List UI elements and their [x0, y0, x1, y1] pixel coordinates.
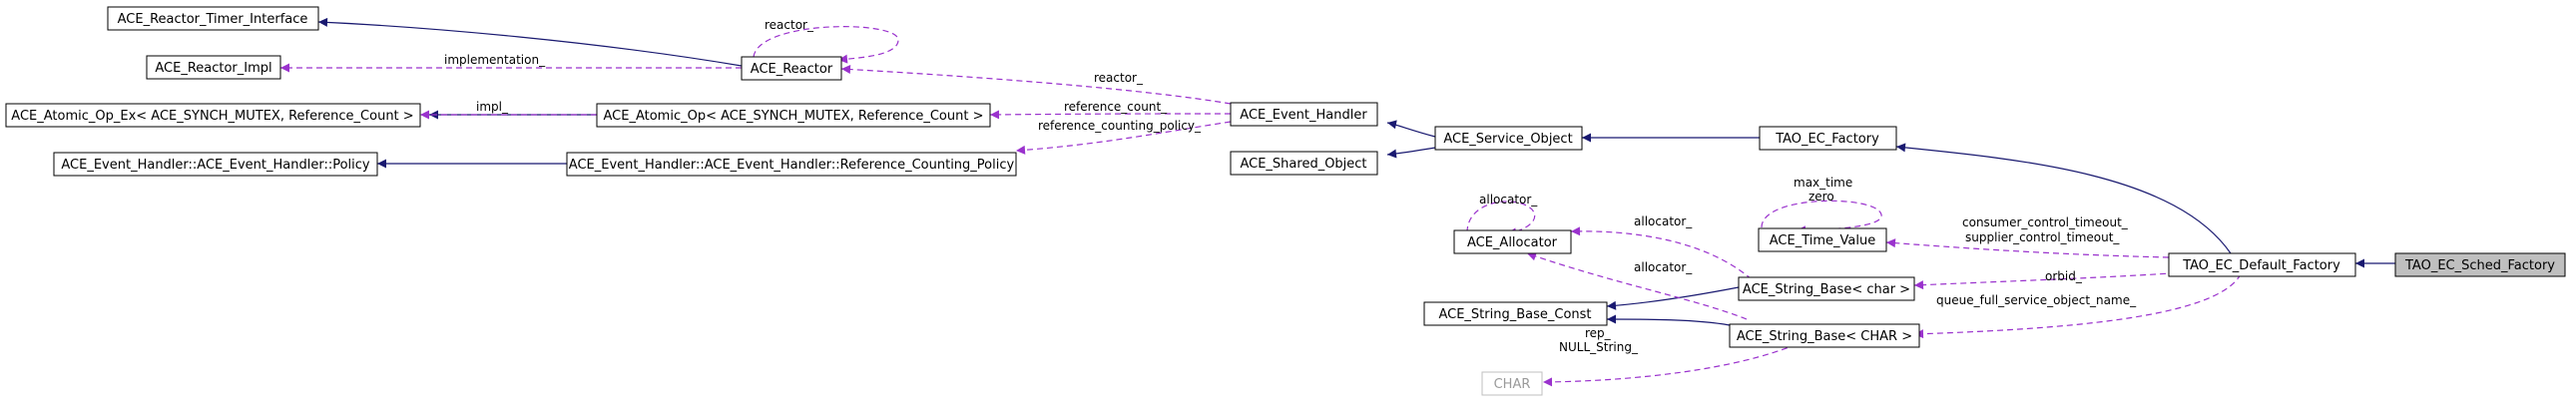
edge-label-null-string: NULL_String_ — [1559, 340, 1639, 354]
node-char[interactable]: CHAR — [1481, 371, 1543, 396]
edge-allocator-to-string-CHAR — [1526, 251, 1748, 320]
node-tao-ec-factory[interactable]: TAO_EC_Factory — [1759, 126, 1897, 151]
node-ace-atomic-op[interactable]: ACE_Atomic_Op< ACE_SYNCH_MUTEX, Referenc… — [596, 103, 991, 128]
edge-label-allocator-self: allocator_ — [1479, 193, 1538, 207]
edge-reactor-to-event-handler — [840, 65, 1232, 105]
node-label: TAO_EC_Default_Factory — [2182, 258, 2340, 273]
node-label: ACE_Time_Value — [1770, 233, 1875, 248]
node-tao-ec-default-factory[interactable]: TAO_EC_Default_Factory — [2168, 252, 2356, 277]
node-ace-reactor-impl[interactable]: ACE_Reactor_Impl — [146, 55, 281, 80]
edge-label-allocator-char: allocator_ — [1634, 214, 1693, 228]
node-ace-service-object[interactable]: ACE_Service_Object — [1434, 126, 1583, 151]
node-ace-time-value[interactable]: ACE_Time_Value — [1758, 227, 1887, 252]
edge-string-base-const-inherits-string-char — [1606, 286, 1740, 310]
node-label: ACE_Atomic_Op< ACE_SYNCH_MUTEX, Referenc… — [604, 109, 984, 124]
edge-reactor-inherits-timer-interface — [317, 17, 743, 67]
edge-label-reference-counting-policy: reference_counting_policy_ — [1038, 119, 1202, 133]
node-ace-event-handler-policy[interactable]: ACE_Event_Handler::ACE_Event_Handler::Po… — [53, 152, 378, 177]
edge-allocator-self — [1466, 201, 1536, 237]
node-label: ACE_Event_Handler::ACE_Event_Handler::Re… — [569, 158, 1015, 173]
node-label: ACE_Event_Handler::ACE_Event_Handler::Po… — [61, 158, 370, 173]
node-label: ACE_Reactor — [751, 62, 833, 77]
edge-label-supplier-control-timeout: supplier_control_timeout_ — [1965, 230, 2120, 244]
node-label: ACE_Reactor_Timer_Interface — [118, 12, 308, 27]
edge-time-value-to-default-factory — [1885, 238, 2170, 258]
node-ace-atomic-op-ex[interactable]: ACE_Atomic_Op_Ex< ACE_SYNCH_MUTEX, Refer… — [5, 103, 421, 128]
edge-allocator-to-string-char — [1570, 226, 1753, 280]
node-ace-string-base-CHAR[interactable]: ACE_String_Base< CHAR > — [1729, 323, 1920, 348]
node-label: ACE_String_Base< CHAR > — [1737, 329, 1912, 344]
node-label: TAO_EC_Sched_Factory — [2404, 258, 2555, 273]
edge-label-rep: rep_ — [1585, 326, 1612, 340]
edge-label-reactor-self: reactor_ — [765, 18, 814, 32]
node-ace-reactor[interactable]: ACE_Reactor — [741, 56, 842, 81]
edge-label-allocator-CHAR: allocator_ — [1634, 260, 1693, 274]
node-ace-allocator[interactable]: ACE_Allocator — [1453, 229, 1572, 254]
edge-char-to-string-CHAR — [1542, 343, 1798, 387]
edge-label-orbid: orbid_ — [2045, 269, 2083, 283]
edge-label-consumer-control-timeout: consumer_control_timeout_ — [1962, 215, 2129, 229]
node-ace-reference-counting-policy[interactable]: ACE_Event_Handler::ACE_Event_Handler::Re… — [566, 152, 1017, 177]
node-tao-ec-sched-factory[interactable]: TAO_EC_Sched_Factory — [2394, 252, 2566, 277]
edge-label-impl: impl_ — [476, 100, 509, 114]
edge-label-reference-count: reference_count_ — [1064, 100, 1168, 114]
node-label: ACE_String_Base< char > — [1743, 282, 1910, 297]
edge-shared-object-inherits-service-object — [1386, 147, 1436, 159]
edge-ec-factory-inherits-default-factory — [1895, 143, 2232, 254]
node-ace-event-handler[interactable]: ACE_Event_Handler — [1230, 102, 1378, 127]
node-ace-shared-object[interactable]: ACE_Shared_Object — [1230, 151, 1378, 176]
edge-reactor-self — [753, 26, 899, 64]
edge-string-CHAR-to-default-factory — [1913, 273, 2242, 339]
node-label: ACE_String_Base_Const — [1438, 307, 1591, 322]
node-label: ACE_Service_Object — [1443, 132, 1572, 147]
node-ace-reactor-timer-interface[interactable]: ACE_Reactor_Timer_Interface — [107, 6, 319, 31]
node-ace-string-base-char[interactable]: ACE_String_Base< char > — [1738, 276, 1915, 301]
edge-label-queue-full-service-object-name: queue_full_service_object_name_ — [1936, 293, 2137, 307]
edge-label-max-time: max_time — [1794, 176, 1852, 190]
edge-atomic-op-to-event-handler — [989, 110, 1232, 120]
node-label: ACE_Reactor_Impl — [155, 61, 271, 76]
node-label: CHAR — [1494, 377, 1531, 392]
edge-label-implementation: implementation_ — [444, 53, 546, 67]
node-label: ACE_Event_Handler — [1240, 108, 1367, 123]
node-label: TAO_EC_Factory — [1775, 132, 1879, 147]
edge-event-handler-inherits-service-object — [1386, 120, 1436, 138]
edge-label-zero: zero — [1808, 190, 1834, 204]
node-label: ACE_Shared_Object — [1240, 157, 1366, 172]
edge-label-reactor: reactor_ — [1094, 71, 1144, 85]
node-label: ACE_Allocator — [1467, 235, 1558, 250]
node-ace-string-base-const[interactable]: ACE_String_Base_Const — [1423, 301, 1608, 326]
edge-string-base-const-inherits-string-CHAR — [1606, 314, 1731, 326]
edge-time-value-self — [1761, 200, 1882, 235]
node-label: ACE_Atomic_Op_Ex< ACE_SYNCH_MUTEX, Refer… — [11, 109, 413, 124]
